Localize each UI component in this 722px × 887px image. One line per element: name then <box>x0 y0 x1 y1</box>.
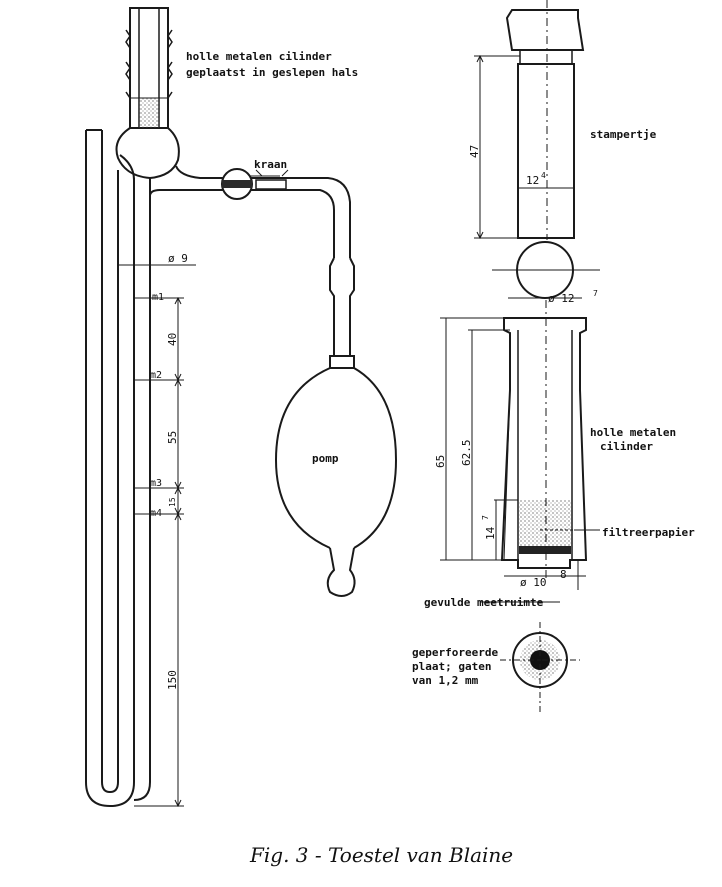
label-hollow-cylinder-top-1: holle metalen cilinder <box>186 50 332 63</box>
label-filter-paper: filtreerpapier <box>602 526 695 539</box>
side-tube <box>149 165 351 258</box>
dim-40: 40 <box>166 333 179 346</box>
dim-plunger-diameter-1: 12 <box>526 174 539 187</box>
dim-cylinder-height: 65 <box>434 455 447 468</box>
dim-bottom-diameter: ø 10 <box>520 576 547 589</box>
pump-bulb <box>274 257 398 597</box>
dim-15: 15 <box>168 497 177 507</box>
label-m2: m2 <box>150 370 162 381</box>
manometer-top-cylinder <box>125 7 173 129</box>
plunger-dimensions <box>474 54 582 299</box>
dim-bottom-height: 8 <box>560 568 567 581</box>
manometer-bulb <box>115 127 180 196</box>
manometer-u-tube <box>85 129 151 808</box>
label-pump: pomp <box>312 452 339 465</box>
label-perforated-2: plaat; gaten <box>412 660 491 673</box>
label-m4: m4 <box>150 508 162 519</box>
label-m1: m1 <box>152 292 164 303</box>
dim-tube-diameter: ø 9 <box>168 252 188 265</box>
dim-bed-height-sup: 7 <box>481 515 490 520</box>
label-hollow-cylinder-top-2: geplaatst in geslepen hals <box>186 66 358 79</box>
dim-bed-height: 14 <box>484 526 497 540</box>
manometer-dimensions <box>117 262 196 808</box>
dim-plunger-diameter-2: ø 12 <box>548 292 575 305</box>
label-hollow-cylinder-right-1: holle metalen <box>590 426 676 439</box>
label-tap: kraan <box>254 158 287 171</box>
label-m3: m3 <box>150 478 162 489</box>
label-filled-chamber: gevulde meetruimte <box>424 596 544 609</box>
dim-plunger-diameter-2-sup: 7 <box>593 289 598 298</box>
label-hollow-cylinder-right-2: cilinder <box>600 440 653 453</box>
label-perforated-3: van 1,2 mm <box>412 674 479 687</box>
tap-valve <box>221 168 289 200</box>
measuring-cell <box>500 300 588 580</box>
label-plunger: stampertje <box>590 128 657 141</box>
cell-dimensions <box>440 317 600 603</box>
figure-caption: Fig. 3 - Toestel van Blaine <box>250 843 514 867</box>
dim-55: 55 <box>166 431 179 444</box>
label-perforated-1: geperforeerde <box>412 646 498 659</box>
perforated-plate <box>500 622 580 712</box>
plunger <box>492 0 600 299</box>
dim-cylinder-inner-height: 62.5 <box>460 440 473 467</box>
dim-plunger-diameter-1-sup: 4 <box>541 171 546 180</box>
dim-plunger-length: 47 <box>468 145 481 158</box>
dim-150: 150 <box>166 670 179 690</box>
